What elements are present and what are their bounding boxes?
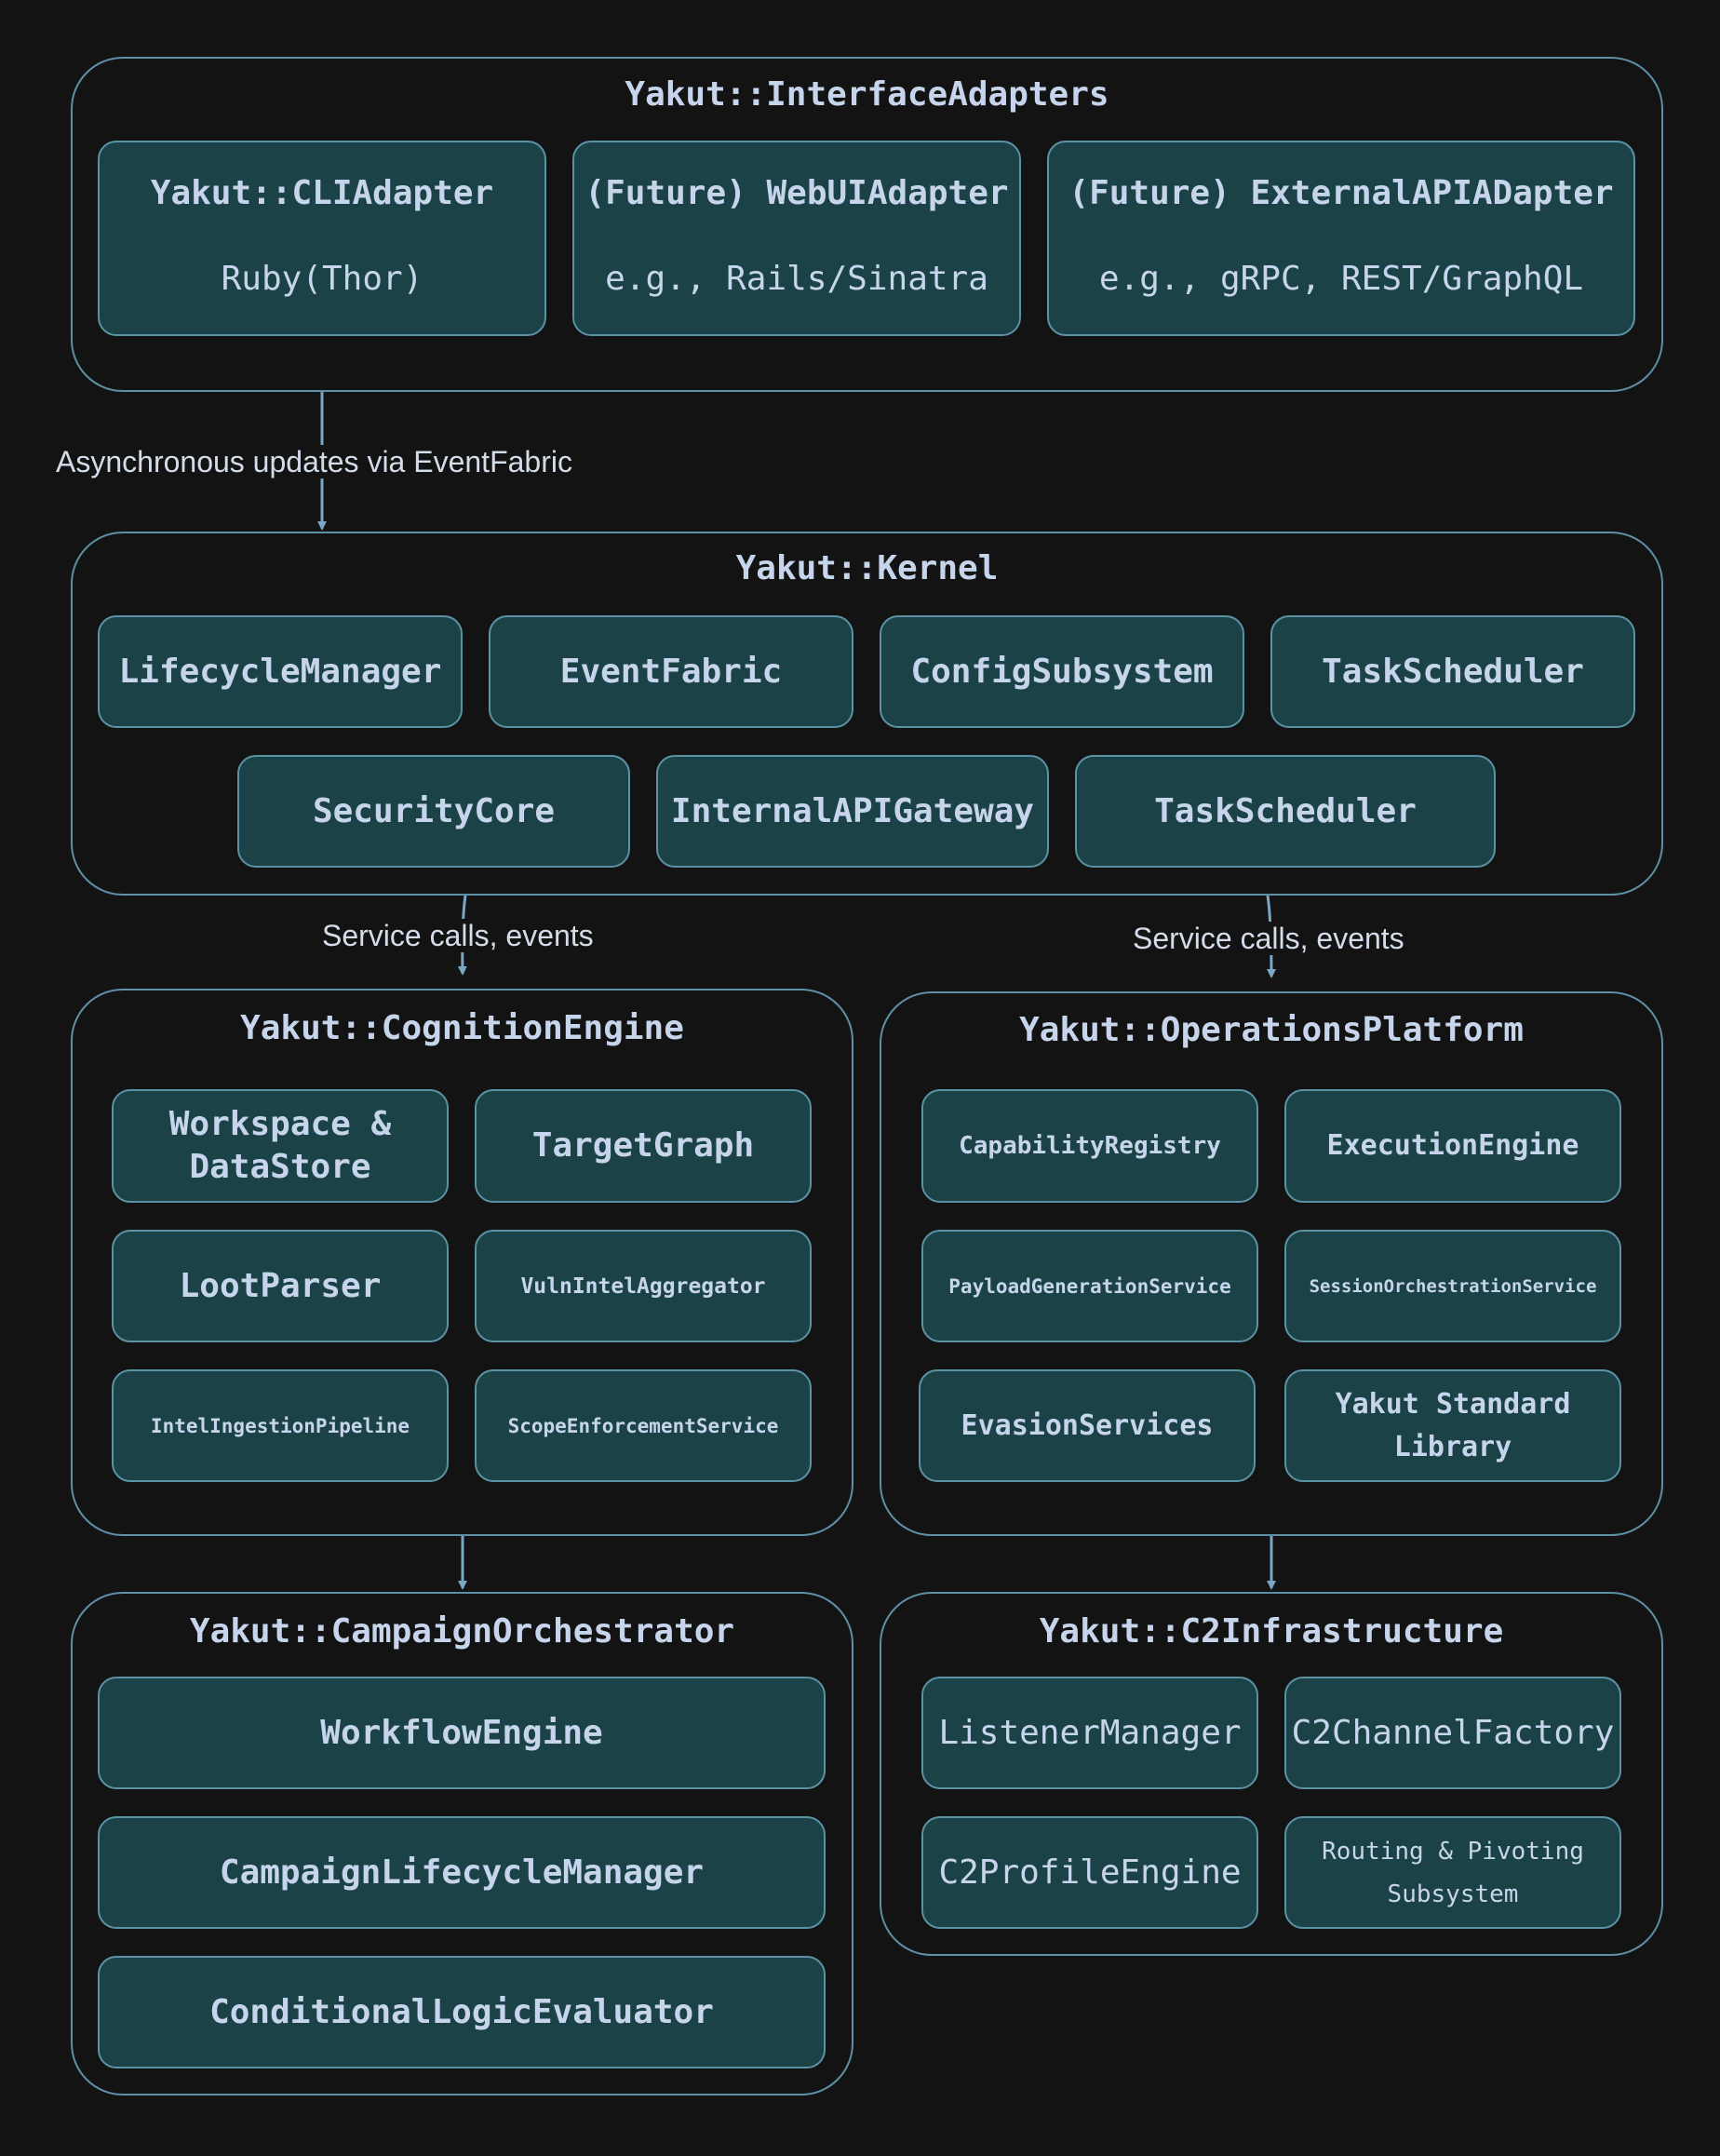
group-title-cognition-engine: Yakut::CognitionEngine [240,1009,684,1047]
node-intel-ingestion-pipeline: IntelIngestionPipeline [112,1369,449,1482]
node-session-orchestration-service: SessionOrchestrationService [1284,1230,1621,1342]
edge-label-adapters-kernel: Asynchronous updates via EventFabric [54,445,574,478]
node-webui-adapter-subtitle: e.g., Rails/Sinatra [605,260,988,298]
node-webui-adapter: (Future) WebUIAdapter e.g., Rails/Sinatr… [572,141,1021,336]
node-routing-pivoting-subsystem: Routing & Pivoting Subsystem [1284,1816,1621,1929]
node-target-graph: TargetGraph [475,1089,812,1203]
node-workspace-datastore: Workspace & DataStore [112,1089,449,1203]
edge-label-kernel-operations: Service calls, events [1131,922,1406,955]
node-task-scheduler-1: TaskScheduler [1270,615,1635,728]
node-scope-enforcement-service: ScopeEnforcementService [475,1369,812,1482]
group-title-operations-platform: Yakut::OperationsPlatform [1019,1011,1524,1049]
node-workflow-engine: WorkflowEngine [98,1677,826,1789]
node-external-api-adapter: (Future) ExternalAPIADapter e.g., gRPC, … [1047,141,1635,336]
node-evasion-services: EvasionServices [919,1369,1256,1482]
node-external-api-adapter-title: (Future) ExternalAPIADapter [1068,174,1614,212]
node-conditional-logic-evaluator: ConditionalLogicEvaluator [98,1956,826,2068]
node-c2-channel-factory: C2ChannelFactory [1284,1677,1621,1789]
node-webui-adapter-title: (Future) WebUIAdapter [585,174,1009,212]
node-event-fabric: EventFabric [489,615,853,728]
node-payload-generation-service: PayloadGenerationService [921,1230,1258,1342]
node-config-subsystem: ConfigSubsystem [880,615,1244,728]
group-title-c2-infrastructure: Yakut::C2Infrastructure [1039,1612,1504,1651]
node-listener-manager: ListenerManager [921,1677,1258,1789]
node-cli-adapter-title: Yakut::CLIAdapter [150,174,494,212]
node-vuln-intel-aggregator: VulnIntelAggregator [475,1230,812,1342]
group-title-kernel: Yakut::Kernel [735,549,999,587]
node-c2-profile-engine: C2ProfileEngine [921,1816,1258,1929]
node-loot-parser: LootParser [112,1230,449,1342]
edge-label-kernel-cognition: Service calls, events [320,919,596,952]
node-cli-adapter: Yakut::CLIAdapter Ruby(Thor) [98,141,546,336]
node-execution-engine: ExecutionEngine [1284,1089,1621,1203]
node-internal-api-gateway: InternalAPIGateway [656,755,1049,868]
node-campaign-lifecycle-manager: CampaignLifecycleManager [98,1816,826,1929]
node-external-api-adapter-subtitle: e.g., gRPC, REST/GraphQL [1098,260,1584,298]
node-task-scheduler-2: TaskScheduler [1075,755,1496,868]
node-lifecycle-manager: LifecycleManager [98,615,463,728]
node-cli-adapter-subtitle: Ruby(Thor) [221,260,423,298]
group-title-campaign-orchestrator: Yakut::CampaignOrchestrator [189,1612,735,1651]
node-security-core: SecurityCore [237,755,630,868]
group-title-interface-adapters: Yakut::InterfaceAdapters [625,75,1109,114]
node-yakut-standard-library: Yakut Standard Library [1284,1369,1621,1482]
node-capability-registry: CapabilityRegistry [921,1089,1258,1203]
